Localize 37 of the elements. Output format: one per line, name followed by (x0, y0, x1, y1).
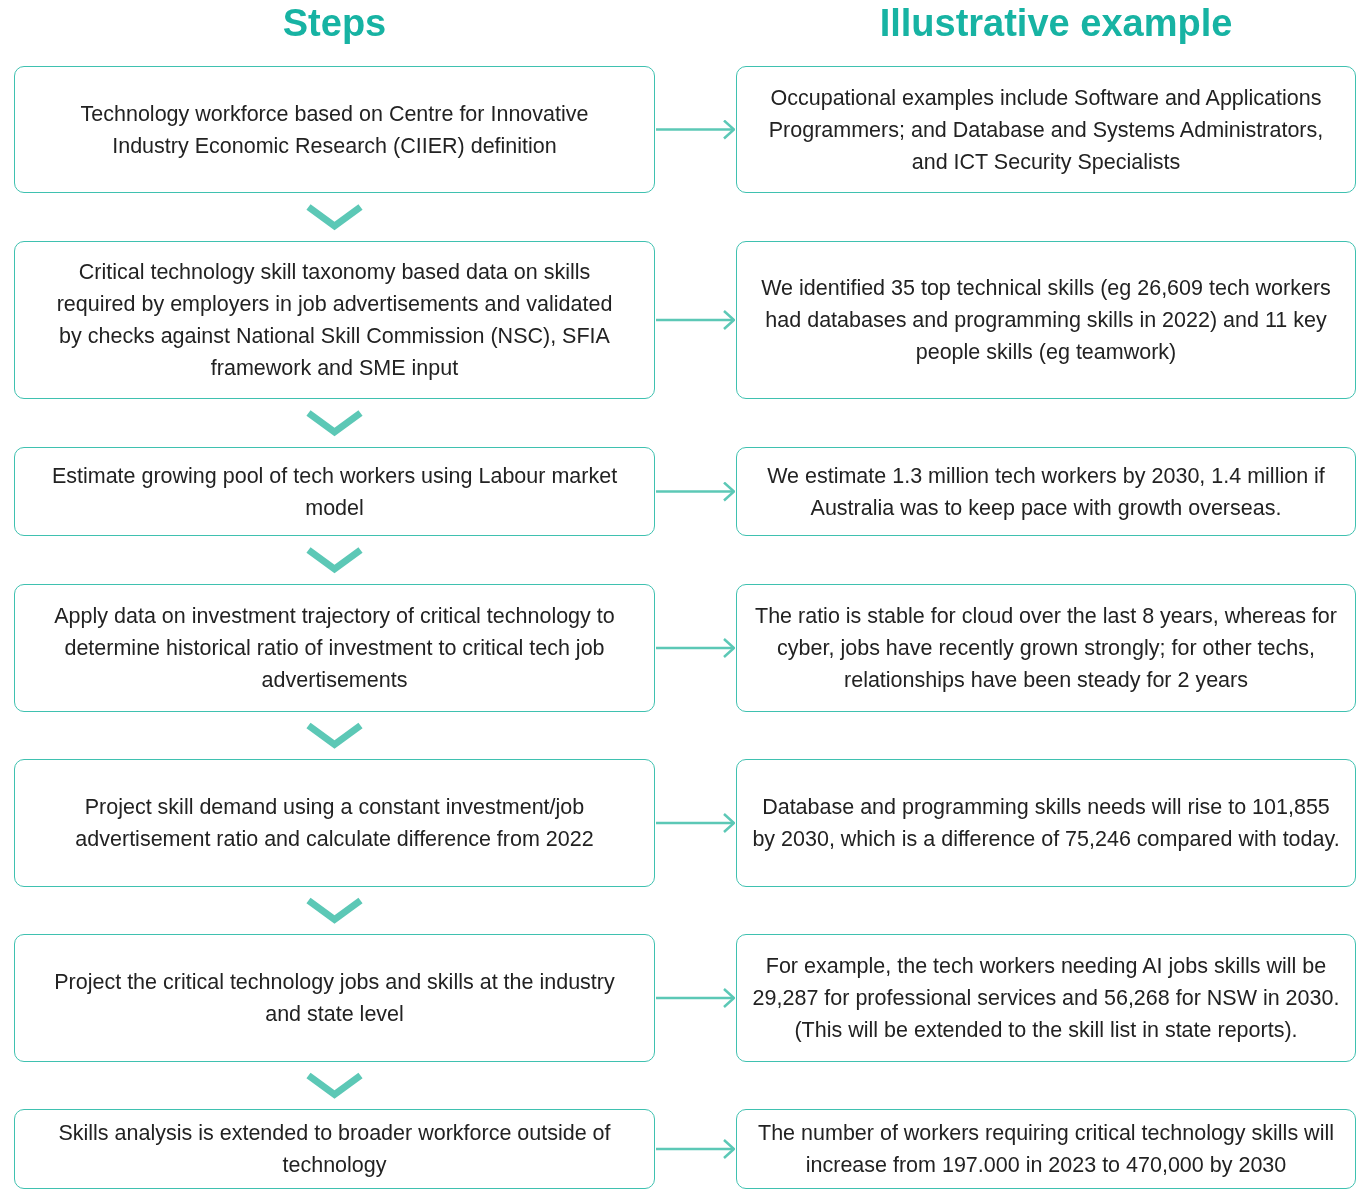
box-text: The ratio is stable for cloud over the last 8 years, whereas for cyber, jobs have recently grown strongly; for other techs, relationships have been steady for 2 years (754, 603, 1338, 694)
box-text: We identified 35 top technical skills (eg 26,609 tech workers had databases and programming skills in 2022) and 11 key people skills (eg teamwork) (760, 275, 1332, 366)
text-box (14, 447, 655, 536)
text-box (14, 759, 655, 887)
arrow (656, 987, 736, 1009)
box-text: Estimate growing pool of tech workers using Labour market model (50, 462, 619, 522)
column-heading: Illustrative example (878, 2, 1234, 45)
arrow (656, 1138, 736, 1160)
box-text: The number of workers requiring critical technology skills will increase from 197.000 in 2023 to 470,000 by 2030 (757, 1120, 1335, 1179)
box-text: Project the critical technology jobs and skills at the industry and state level (53, 969, 616, 1028)
text-box (736, 66, 1356, 193)
column-heading: Steps (281, 2, 388, 45)
arrow (656, 481, 736, 502)
text-box (736, 241, 1356, 399)
box-text: Apply data on investment trajectory of critical technology to determine historical ratio of investment to critical tech job advertisements (53, 603, 616, 694)
text-box (736, 584, 1356, 712)
text-box (14, 66, 655, 193)
arrow (656, 309, 736, 331)
box-text: For example, the tech workers needing AI jobs skills will be 29,287 for professional services and 56,268 for NSW in 2030. (This will be extended to the skill list in state reports). (751, 953, 1341, 1044)
box-text: Skills analysis is extended to broader workforce outside of technology (57, 1120, 612, 1179)
box-text: Database and programming skills needs will rise to 101,855 by 2030, which is a difference of 75,246 compared with today. (751, 794, 1341, 853)
text-box (736, 447, 1356, 536)
box-text: Critical technology skill taxonomy based data on skills required by employers in job advertisements and validated by checks against National Skill Commission (NSC), SFIA framework and SME input (55, 259, 614, 382)
text-box (14, 1109, 655, 1189)
arrow (656, 637, 736, 659)
text-box (736, 1109, 1356, 1189)
box-text: Occupational examples include Software and Applications Programmers; and Database and Systems Administrators, and ICT Security Specialists (767, 84, 1325, 176)
box-text: Project skill demand using a constant investment/job advertisement ratio and calculate difference from 2022 (74, 794, 595, 853)
box-text: We estimate 1.3 million tech workers by 2030, 1.4 million if Australia was to keep pace with growth overseas. (766, 462, 1326, 522)
box-text: Technology workforce based on Centre for Innovative Industry Economic Research (CIIER) definition (79, 100, 590, 160)
text-box (14, 241, 655, 399)
text-box (14, 934, 655, 1062)
text-box (14, 584, 655, 712)
text-box (736, 934, 1356, 1062)
arrow (656, 812, 736, 834)
arrow (656, 119, 736, 140)
text-box (736, 759, 1356, 887)
